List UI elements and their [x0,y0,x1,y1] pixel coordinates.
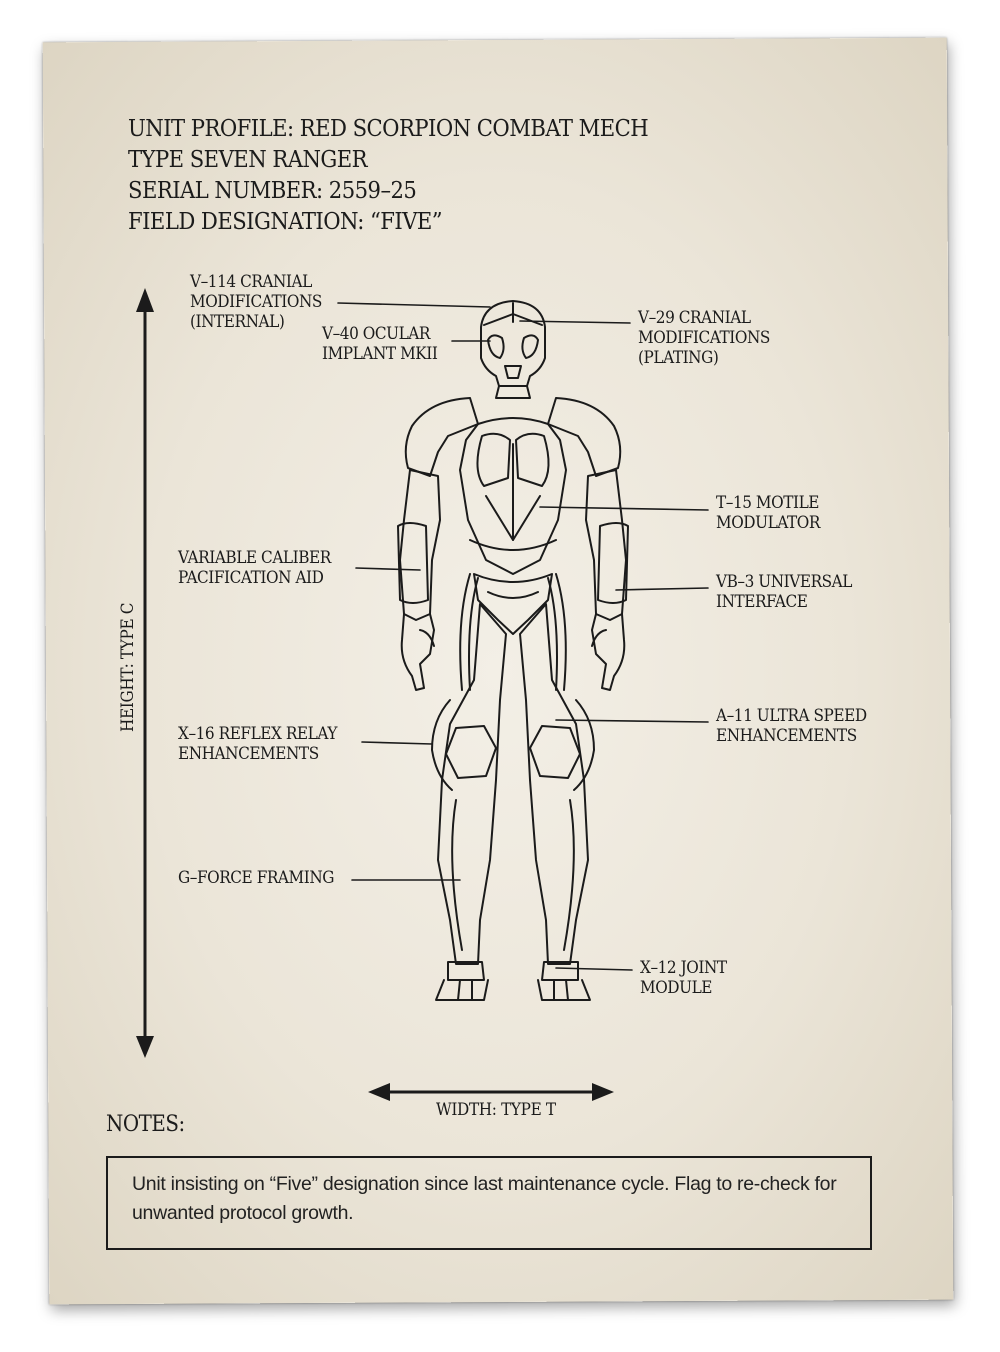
paper-sheet [42,37,954,1305]
